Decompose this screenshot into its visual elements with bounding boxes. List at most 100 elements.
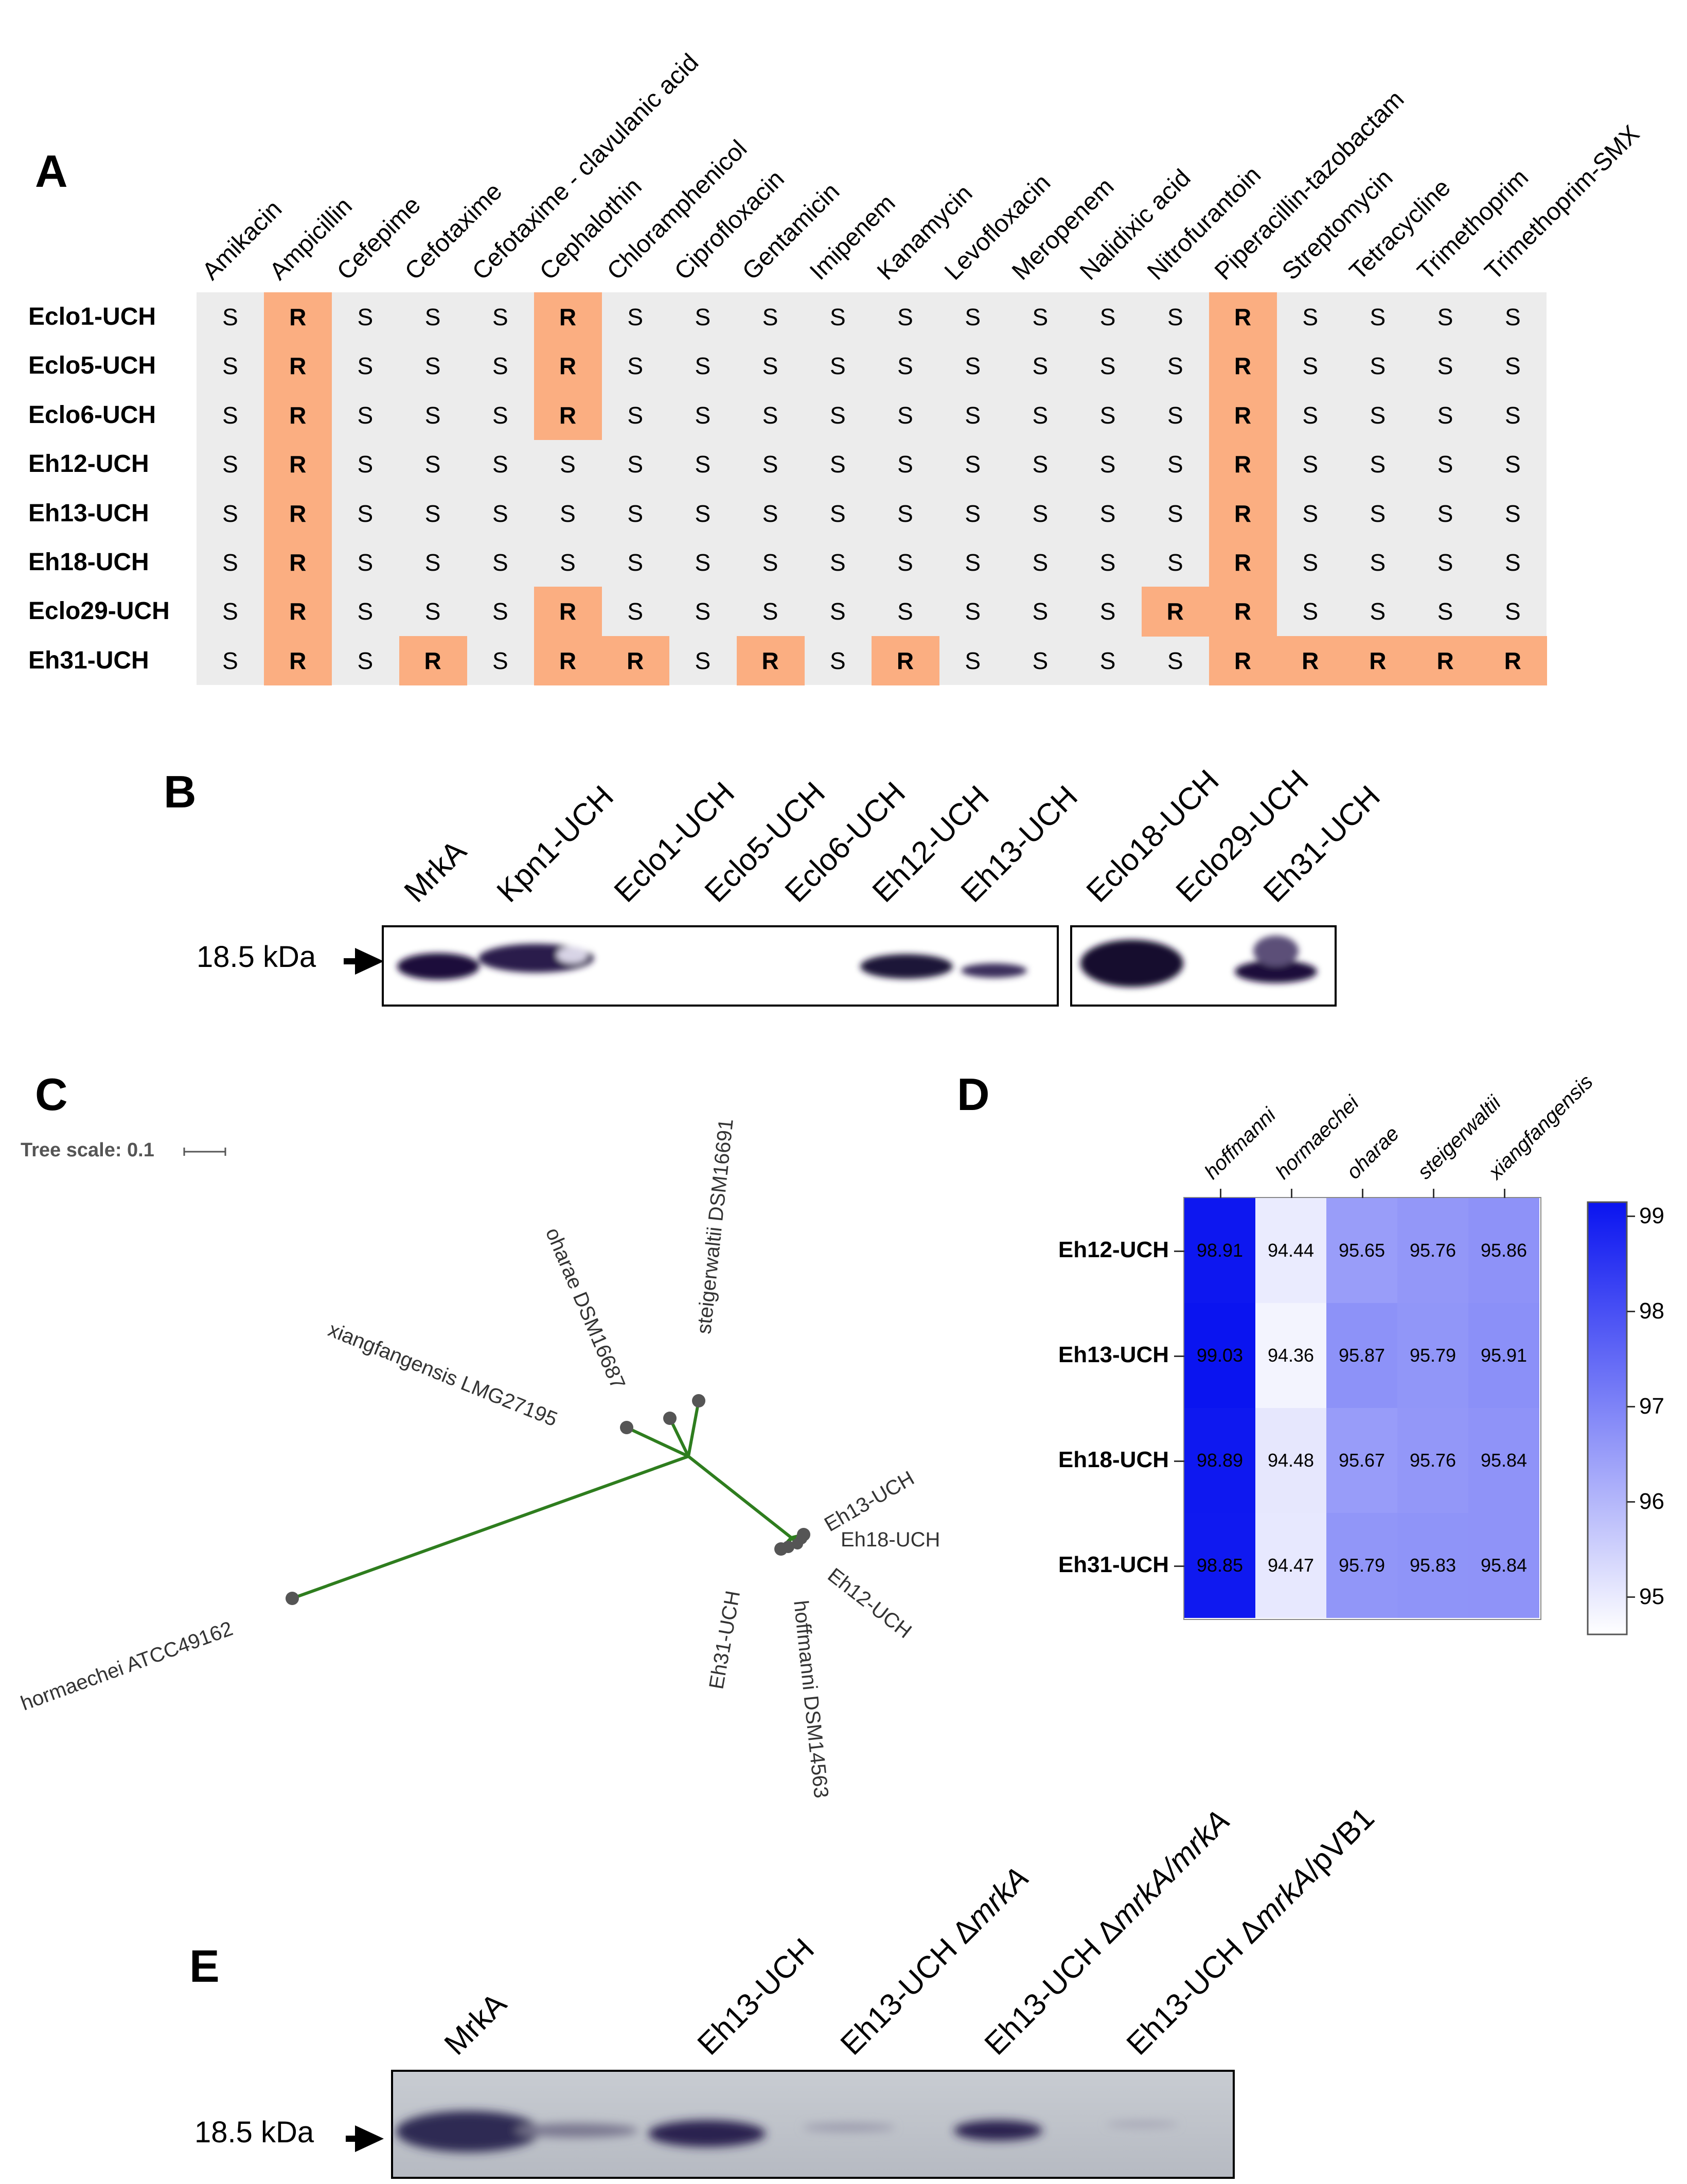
susceptibility-cell: R <box>1234 647 1252 674</box>
band-eh31-smear <box>1253 936 1299 966</box>
susceptibility-cell: S <box>1032 304 1049 330</box>
heatmap-cell: 95.91 <box>1468 1303 1539 1408</box>
susceptibility-cell: S <box>1370 598 1386 625</box>
susceptibility-cell: S <box>627 500 644 527</box>
resistant-cell-highlight <box>399 636 467 686</box>
susceptibility-cell: R <box>1234 451 1252 478</box>
susceptibility-cell: S <box>1032 401 1049 429</box>
colorbar-tick-label: 98 <box>1639 1298 1664 1324</box>
branch-steigerwaltii <box>687 1399 700 1458</box>
susceptibility-cell: S <box>492 304 508 330</box>
heatmap-row-label: Eh31-UCH <box>1058 1552 1169 1577</box>
susceptibility-cell: S <box>829 598 846 625</box>
heatmap-row-label: Eh13-UCH <box>1058 1342 1169 1367</box>
branch-hormaechei <box>291 1455 690 1600</box>
heatmap-cell: 95.83 <box>1397 1513 1468 1618</box>
susceptibility-cell: S <box>424 598 441 625</box>
blot-b-lane-label: Kpn1-UCH <box>490 779 620 909</box>
band-e-complemented <box>954 2120 1042 2141</box>
susceptibility-cell: S <box>357 647 374 674</box>
susceptibility-cell: S <box>1504 304 1521 330</box>
lane-label-prefix: Eh13-UCH <box>690 1931 821 2062</box>
strain-row-label: Eh13-UCH <box>28 499 149 527</box>
susceptibility-cell: R <box>1234 500 1252 527</box>
susceptibility-cell: R <box>1369 647 1387 674</box>
susceptibility-cell: S <box>897 500 913 527</box>
table-background <box>197 292 1547 685</box>
resistant-cell-highlight <box>264 390 332 441</box>
blot-e-lane-label: Eh13-UCH <box>690 1931 821 2062</box>
susceptibility-cell: S <box>829 353 846 380</box>
resistant-cell-highlight <box>872 636 940 686</box>
colorbar-tick-label: 99 <box>1639 1203 1664 1228</box>
blot-b-arrow-shaft <box>344 958 357 964</box>
heatmap-cell: 99.03 <box>1184 1303 1255 1408</box>
susceptibility-cell: R <box>1166 598 1184 625</box>
node-hoffmanni <box>782 1541 794 1553</box>
heatmap-column-tick <box>1291 1189 1292 1198</box>
susceptibility-cell: S <box>492 500 508 527</box>
susceptibility-cell: S <box>762 304 778 330</box>
colorbar-tick <box>1627 1216 1635 1217</box>
heatmap-row-label: Eh18-UCH <box>1058 1447 1169 1472</box>
heatmap-column-label: hoffmanni <box>1200 1103 1281 1184</box>
susceptibility-cell: R <box>559 598 577 625</box>
heatmap-cell: 95.79 <box>1397 1303 1468 1408</box>
heatmap-cell: 95.67 <box>1326 1408 1397 1513</box>
susceptibility-cell: S <box>829 451 846 478</box>
band-e-smear <box>514 2123 638 2138</box>
colorbar-tick <box>1627 1405 1635 1407</box>
heatmap-column-tick <box>1362 1189 1363 1198</box>
susceptibility-cell: R <box>1504 647 1521 674</box>
band-e-delta <box>803 2123 895 2132</box>
heatmap-cell: 94.47 <box>1255 1513 1326 1618</box>
susceptibility-cell: S <box>762 451 778 478</box>
band-eh13 <box>961 963 1027 978</box>
resistant-cell-highlight <box>534 341 602 391</box>
susceptibility-cell: S <box>222 549 238 576</box>
susceptibility-cell: S <box>829 500 846 527</box>
susceptibility-cell: S <box>1370 451 1386 478</box>
susceptibility-cell: R <box>424 647 441 674</box>
susceptibility-cell: S <box>1099 598 1116 625</box>
heatmap-colorbar <box>1587 1201 1628 1635</box>
susceptibility-cell: R <box>559 647 577 674</box>
susceptibility-cell: S <box>762 401 778 429</box>
node-steigerwaltii <box>692 1394 705 1407</box>
susceptibility-cell: S <box>695 401 711 429</box>
taxon-label-eh18: Eh18-UCH <box>841 1528 940 1551</box>
susceptibility-cell: S <box>695 353 711 380</box>
susceptibility-cell: S <box>1302 451 1319 478</box>
heatmap-cell: 95.84 <box>1468 1513 1539 1618</box>
blot-b-lane-label: MrkA <box>397 833 473 909</box>
susceptibility-cell: S <box>1099 353 1116 380</box>
susceptibility-cell: S <box>1032 353 1049 380</box>
lane-label-prefix: Eh13-UCH Δ <box>1120 1911 1271 2062</box>
lane-label-prefix: Eh13-UCH Δ <box>978 1911 1129 2062</box>
susceptibility-cell: R <box>289 549 307 576</box>
susceptibility-cell: R <box>289 401 307 429</box>
band-kpn1-highlight <box>557 947 588 963</box>
susceptibility-cell: S <box>965 549 981 576</box>
lane-label-gene: mrkA/mrkA <box>1104 1803 1237 1935</box>
heatmap-column-tick <box>1220 1189 1221 1198</box>
susceptibility-cell: S <box>222 353 238 380</box>
susceptibility-cell: S <box>1099 549 1116 576</box>
susceptibility-cell: S <box>1032 549 1049 576</box>
resistant-cell-highlight <box>1344 636 1412 686</box>
resistant-cell-highlight <box>1209 390 1277 441</box>
susceptibility-cell: S <box>357 598 374 625</box>
susceptibility-cell: R <box>559 401 577 429</box>
heatmap-cell: 95.79 <box>1326 1513 1397 1618</box>
susceptibility-cell: S <box>1099 401 1116 429</box>
susceptibility-cell: S <box>492 353 508 380</box>
band-mrka <box>397 953 480 980</box>
susceptibility-cell: S <box>1504 598 1521 625</box>
susceptibility-cell: R <box>289 500 307 527</box>
band-eclo18 <box>1080 940 1183 987</box>
susceptibility-cell: S <box>222 500 238 527</box>
susceptibility-cell: S <box>1437 304 1453 330</box>
susceptibility-cell: S <box>897 451 913 478</box>
resistant-cell-highlight <box>264 538 332 588</box>
susceptibility-cell: S <box>1099 500 1116 527</box>
